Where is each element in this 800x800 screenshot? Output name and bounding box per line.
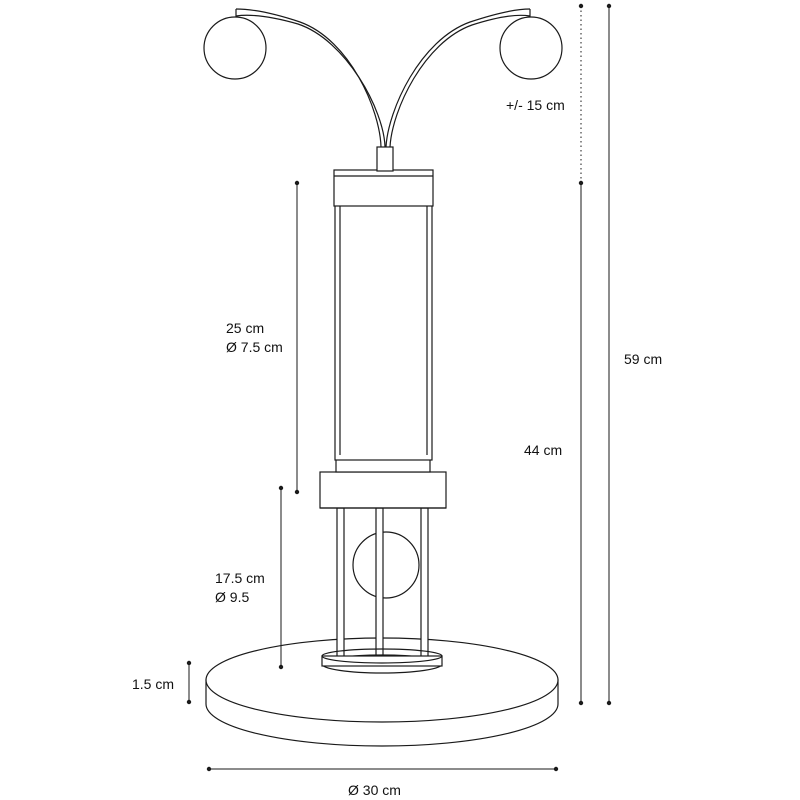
dimension-body-height — [578, 180, 584, 706]
cage-rod-right — [420, 507, 429, 661]
cap-nipple — [376, 146, 394, 172]
label-base-diameter: Ø 30 cm — [348, 782, 401, 798]
glass-tube — [334, 199, 433, 461]
globe-left — [203, 16, 267, 80]
label-body-height: 44 cm — [524, 442, 562, 458]
label-base-thickness: 1.5 cm — [132, 676, 174, 692]
label-total-height: 59 cm — [624, 351, 662, 367]
dimension-base-thickness — [186, 660, 192, 705]
dimension-total-height — [606, 3, 612, 706]
dimension-cage-height — [278, 485, 284, 670]
top-cap — [333, 146, 434, 207]
label-tube-height: 25 cm — [226, 320, 264, 336]
dimension-base-diameter — [206, 766, 559, 772]
label-cage-diameter: Ø 9.5 — [215, 589, 249, 605]
label-tube-diameter: Ø 7.5 cm — [226, 339, 283, 355]
arms — [235, 8, 531, 148]
label-arm-reach: +/- 15 cm — [506, 97, 565, 113]
dimension-arm-reach — [578, 3, 584, 183]
middle-collar — [319, 457, 447, 509]
cage-bottom-ring-face — [321, 655, 443, 667]
cage-rod-left — [336, 507, 345, 661]
dimension-tube-height — [294, 180, 300, 495]
globe-right — [499, 16, 563, 80]
cage — [321, 507, 443, 674]
inner-sphere — [352, 531, 420, 599]
cage-rod-center — [375, 507, 384, 661]
collar-body — [319, 471, 447, 509]
label-cage-height: 17.5 cm — [215, 570, 265, 586]
